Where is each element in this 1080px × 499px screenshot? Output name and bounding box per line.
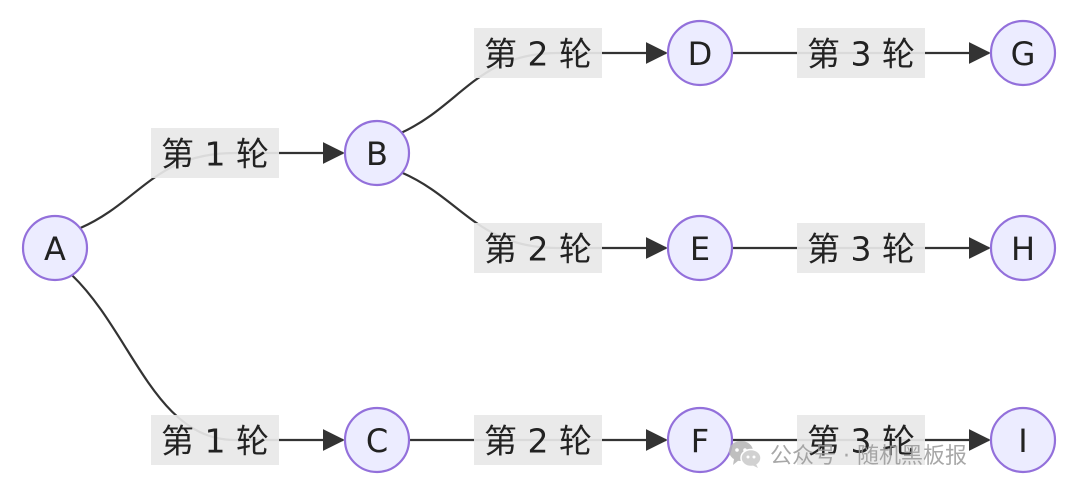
edge-label-text: 第 2 轮 [484,230,592,269]
node-label: A [44,230,66,268]
node-circle [343,119,411,187]
node-circle [343,406,411,474]
node-circle [989,214,1057,282]
node-label: C [366,422,388,460]
edge-label-text: 第 1 轮 [161,422,269,461]
node-label: G [1011,35,1036,73]
node-circle [666,406,734,474]
node-label: D [688,35,713,73]
edge-label-text: 第 3 轮 [807,35,915,74]
node-I: I [989,406,1057,474]
node-B: B [343,119,411,187]
edge-label-D-G: 第 3 轮 [797,28,925,78]
edge-label-background [797,223,925,273]
edge-labels-layer: 第 1 轮第 1 轮第 2 轮第 2 轮第 2 轮第 3 轮第 3 轮第 3 轮 [151,28,925,465]
node-H: H [989,214,1057,282]
edge-label-B-D: 第 2 轮 [474,28,602,78]
edge-label-background [474,415,602,465]
watermark: 公众号 · 随机黑板报 [728,438,967,470]
node-circle [989,19,1057,87]
edge-label-F-I: 第 3 轮 [797,415,925,465]
edge-label-text: 第 2 轮 [484,35,592,74]
edge-label-text: 第 1 轮 [161,135,269,174]
node-D: D [666,19,734,87]
edge-label-A-B: 第 1 轮 [151,128,279,178]
edge-label-C-F: 第 2 轮 [474,415,602,465]
edge-label-background [797,28,925,78]
edge-label-background [797,415,925,465]
node-label: F [691,422,709,460]
edge-label-A-C: 第 1 轮 [151,415,279,465]
edge-label-E-H: 第 3 轮 [797,223,925,273]
edge-label-B-E: 第 2 轮 [474,223,602,273]
edge-label-text: 第 3 轮 [807,422,915,461]
node-label: B [366,135,388,173]
edge-label-text: 第 2 轮 [484,422,592,461]
node-label: I [1018,422,1027,460]
edge-label-background [151,128,279,178]
node-G: G [989,19,1057,87]
node-C: C [343,406,411,474]
wechat-icon [729,441,762,468]
node-circle [666,214,734,282]
edge-label-text: 第 3 轮 [807,230,915,269]
nodes-layer: A B C D E F G H I [21,19,1057,474]
node-label: H [1011,230,1035,268]
node-label: E [690,230,710,268]
edge-label-background [474,28,602,78]
node-F: F [666,406,734,474]
edge-label-background [474,223,602,273]
node-circle [21,214,89,282]
node-circle [989,406,1057,474]
edge-label-background [151,415,279,465]
node-E: E [666,214,734,282]
node-A: A [21,214,89,282]
node-circle [666,19,734,87]
watermark-text: 公众号 · 随机黑板报 [770,444,967,469]
